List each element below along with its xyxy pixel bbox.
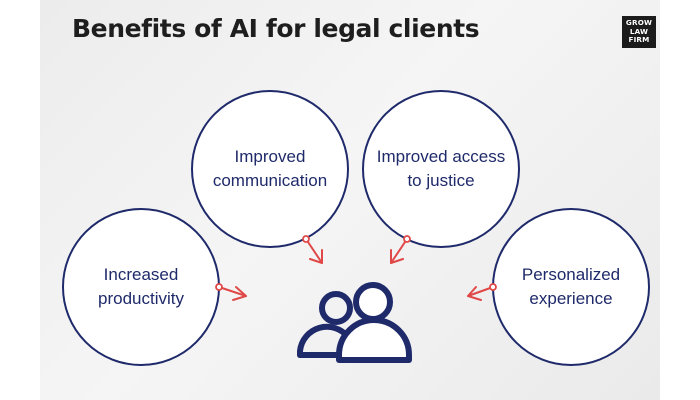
benefit-label-line: Improved <box>234 147 306 166</box>
logo-line-3: FIRM <box>628 35 650 45</box>
arrow-personalized <box>467 286 494 301</box>
benefit-label-line: Improved access <box>376 147 506 166</box>
benefit-label-line: productivity <box>98 289 184 308</box>
benefit-improved-communication: Improved communication <box>191 90 349 248</box>
logo-line-2: LAW <box>629 26 649 36</box>
benefit-label-line: Increased <box>103 265 179 284</box>
benefit-label-line: experience <box>529 289 613 308</box>
arrow-access <box>390 238 408 264</box>
logo-line-1: GROW <box>625 18 653 28</box>
benefit-personalized-experience: Personalized experience <box>492 208 650 366</box>
arrow-productivity <box>218 286 247 301</box>
page-title: Benefits of AI for legal clients <box>72 14 480 43</box>
connector-dot <box>403 235 411 243</box>
connector-dot <box>489 283 497 291</box>
connector-dot <box>215 283 223 291</box>
benefit-improved-access-to-justice: Improved access to justice <box>362 90 520 248</box>
grow-law-firm-logo: GROW LAW FIRM <box>622 16 656 48</box>
users-icon <box>297 282 412 363</box>
arrow-communication <box>305 238 323 264</box>
benefit-label-line: Personalized <box>521 265 621 284</box>
connector-dot <box>302 235 310 243</box>
benefit-label-line: to justice <box>407 171 475 190</box>
benefit-label-line: communication <box>212 171 328 190</box>
